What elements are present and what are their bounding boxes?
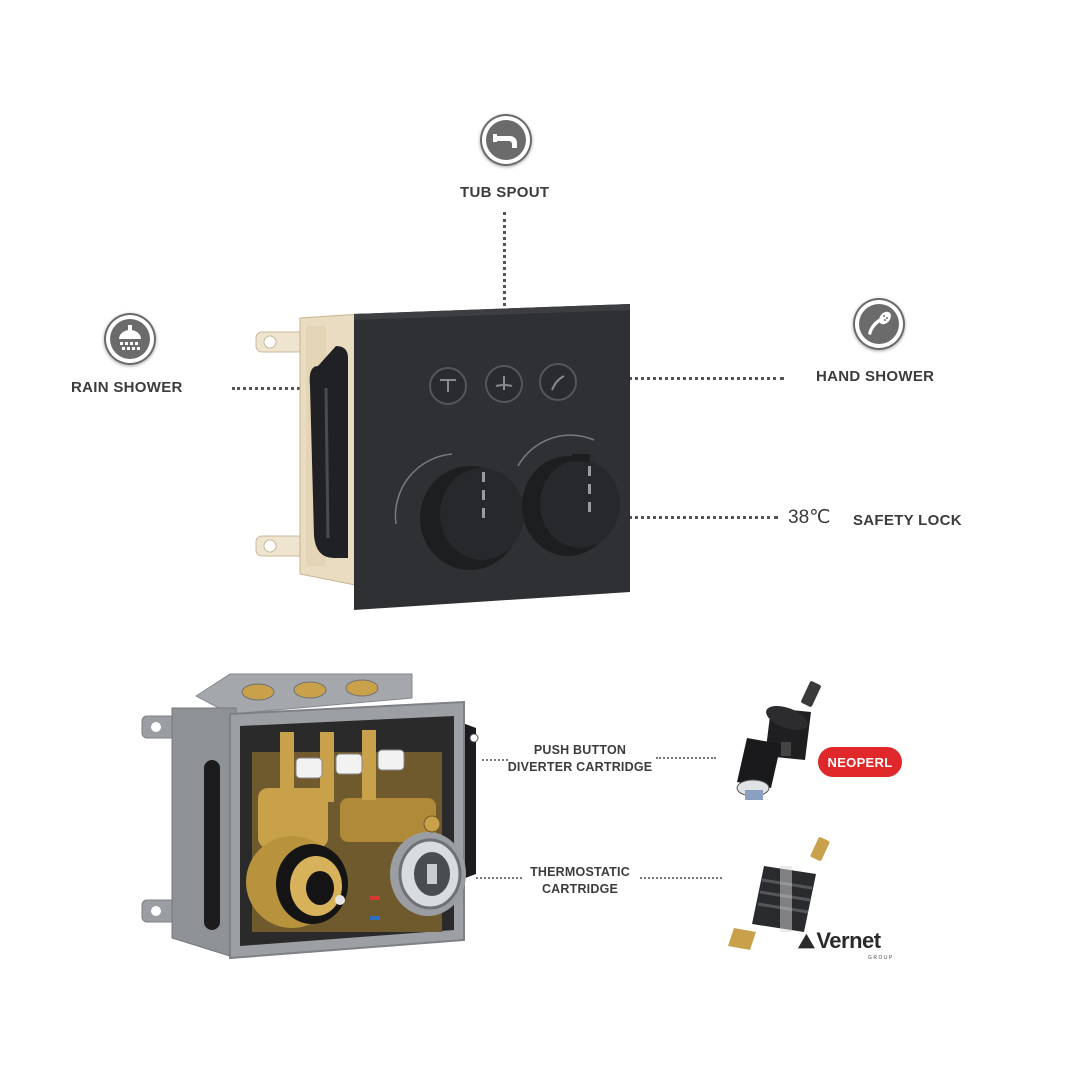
diverter-cartridge-label-line2: DIVERTER CARTRIDGE xyxy=(507,760,653,774)
vernet-logo: ⛰Vernet xyxy=(798,928,881,954)
thermostatic-cartridge-label: THERMOSTATIC CARTRIDGE xyxy=(510,864,650,898)
hand-shower-icon xyxy=(853,298,905,350)
thermostatic-cartridge-image xyxy=(728,837,830,950)
shower-valve-illustration xyxy=(255,304,630,610)
tub-spout-icon xyxy=(480,114,532,166)
thermostatic-cartridge-leader-left xyxy=(476,877,522,879)
diverter-cartridge-leader-right xyxy=(656,757,716,759)
safety-lock-leader xyxy=(592,516,778,519)
vernet-logo-mark: ⛰ xyxy=(798,931,815,953)
diverter-cartridge-leader-left xyxy=(482,759,508,761)
concealed-box-illustration xyxy=(141,673,479,960)
vernet-group-text: GROUP xyxy=(868,955,894,961)
diverter-cartridge-image xyxy=(736,681,821,800)
thermostatic-cartridge-leader-right xyxy=(640,877,722,879)
tub-spout-leader xyxy=(503,212,506,372)
diverter-cartridge-label: PUSH BUTTON DIVERTER CARTRIDGE xyxy=(500,742,660,776)
temperature-value: 38℃ xyxy=(788,507,831,528)
hand-shower-leader xyxy=(556,377,784,380)
vernet-logo-text: Vernet xyxy=(816,928,881,953)
thermostatic-cartridge-label-line2: CARTRIDGE xyxy=(541,882,619,896)
safety-lock-label: SAFETY LOCK xyxy=(853,512,962,529)
neoperl-logo: NEOPERL xyxy=(818,747,902,777)
rain-shower-label: RAIN SHOWER xyxy=(71,379,183,396)
diverter-cartridge-label-line1: PUSH BUTTON xyxy=(533,743,627,757)
hand-shower-label: HAND SHOWER xyxy=(816,368,935,385)
rain-shower-icon xyxy=(104,313,156,365)
thermostatic-cartridge-label-line1: THERMOSTATIC xyxy=(530,865,630,879)
tub-spout-label: TUB SPOUT xyxy=(460,184,550,201)
